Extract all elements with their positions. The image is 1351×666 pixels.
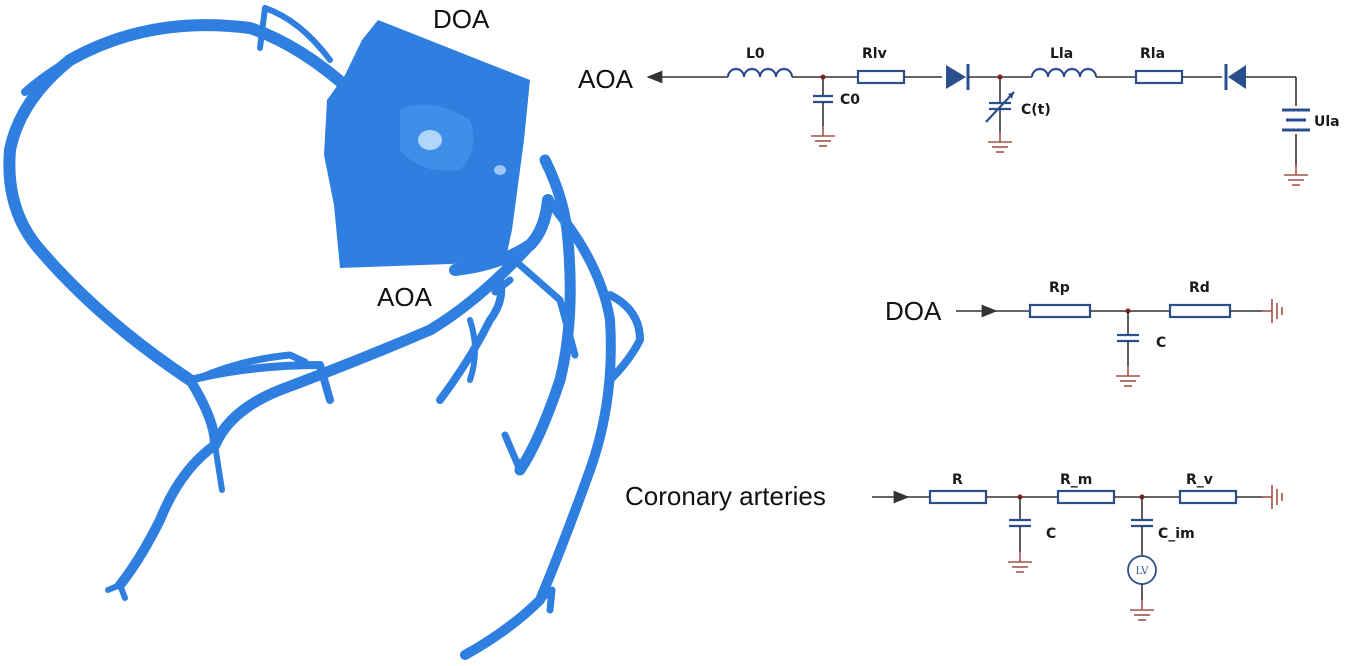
voltage-source-lv: LV (1127, 555, 1157, 621)
label-rd: Rd (1189, 280, 1210, 296)
capacitor-c0 (810, 77, 836, 147)
label-l0: L0 (746, 46, 765, 62)
label-c-doa: C (1156, 335, 1166, 351)
aoa-circuit: AOA (578, 46, 1340, 186)
coronary-artery-model (3, 5, 644, 660)
doa-circuit: DOA Rp C Rd (885, 280, 1283, 387)
label-c-coronary: C (1046, 526, 1056, 542)
resistor-rlv (856, 69, 906, 85)
resistor-rd (1168, 303, 1232, 319)
aoa-anatomy-label: AOA (377, 282, 433, 312)
capacitor-c-coronary (1007, 497, 1033, 573)
doa-circuit-input-label: DOA (885, 296, 942, 326)
coronary-circuit: Coronary arteries LV (625, 472, 1283, 621)
resistor-rv (1178, 489, 1238, 505)
label-rla: Rla (1140, 46, 1165, 62)
label-r: R (952, 472, 963, 488)
label-c0: C0 (840, 92, 860, 108)
diode-2 (1224, 64, 1246, 90)
label-lv: LV (1136, 566, 1149, 577)
inductor-l0 (726, 67, 794, 78)
capacitor-c-doa (1115, 311, 1141, 387)
capacitor-cim (1131, 497, 1153, 556)
label-lla: Lla (1050, 46, 1073, 62)
resistor-rm (1056, 489, 1116, 505)
coronary-circuit-input-label: Coronary arteries (625, 481, 826, 511)
doa-anatomy-label: DOA (433, 4, 490, 34)
label-rv: R_v (1186, 472, 1213, 488)
inductor-lla (1030, 67, 1098, 78)
resistor-rp (1028, 303, 1092, 319)
label-ct: C(t) (1021, 102, 1051, 118)
capacitor-ct (985, 77, 1015, 153)
label-rp: Rp (1049, 280, 1070, 296)
label-cim: C_im (1158, 526, 1195, 542)
label-ula: Ula (1314, 114, 1340, 130)
resistor-rla (1134, 69, 1184, 85)
diode-1 (946, 64, 970, 90)
label-rlv: Rlv (862, 46, 887, 62)
resistor-r (928, 489, 988, 505)
voltage-source-ula (1282, 108, 1310, 186)
aoa-circuit-input-label: AOA (578, 64, 634, 94)
label-rm: R_m (1060, 472, 1092, 488)
